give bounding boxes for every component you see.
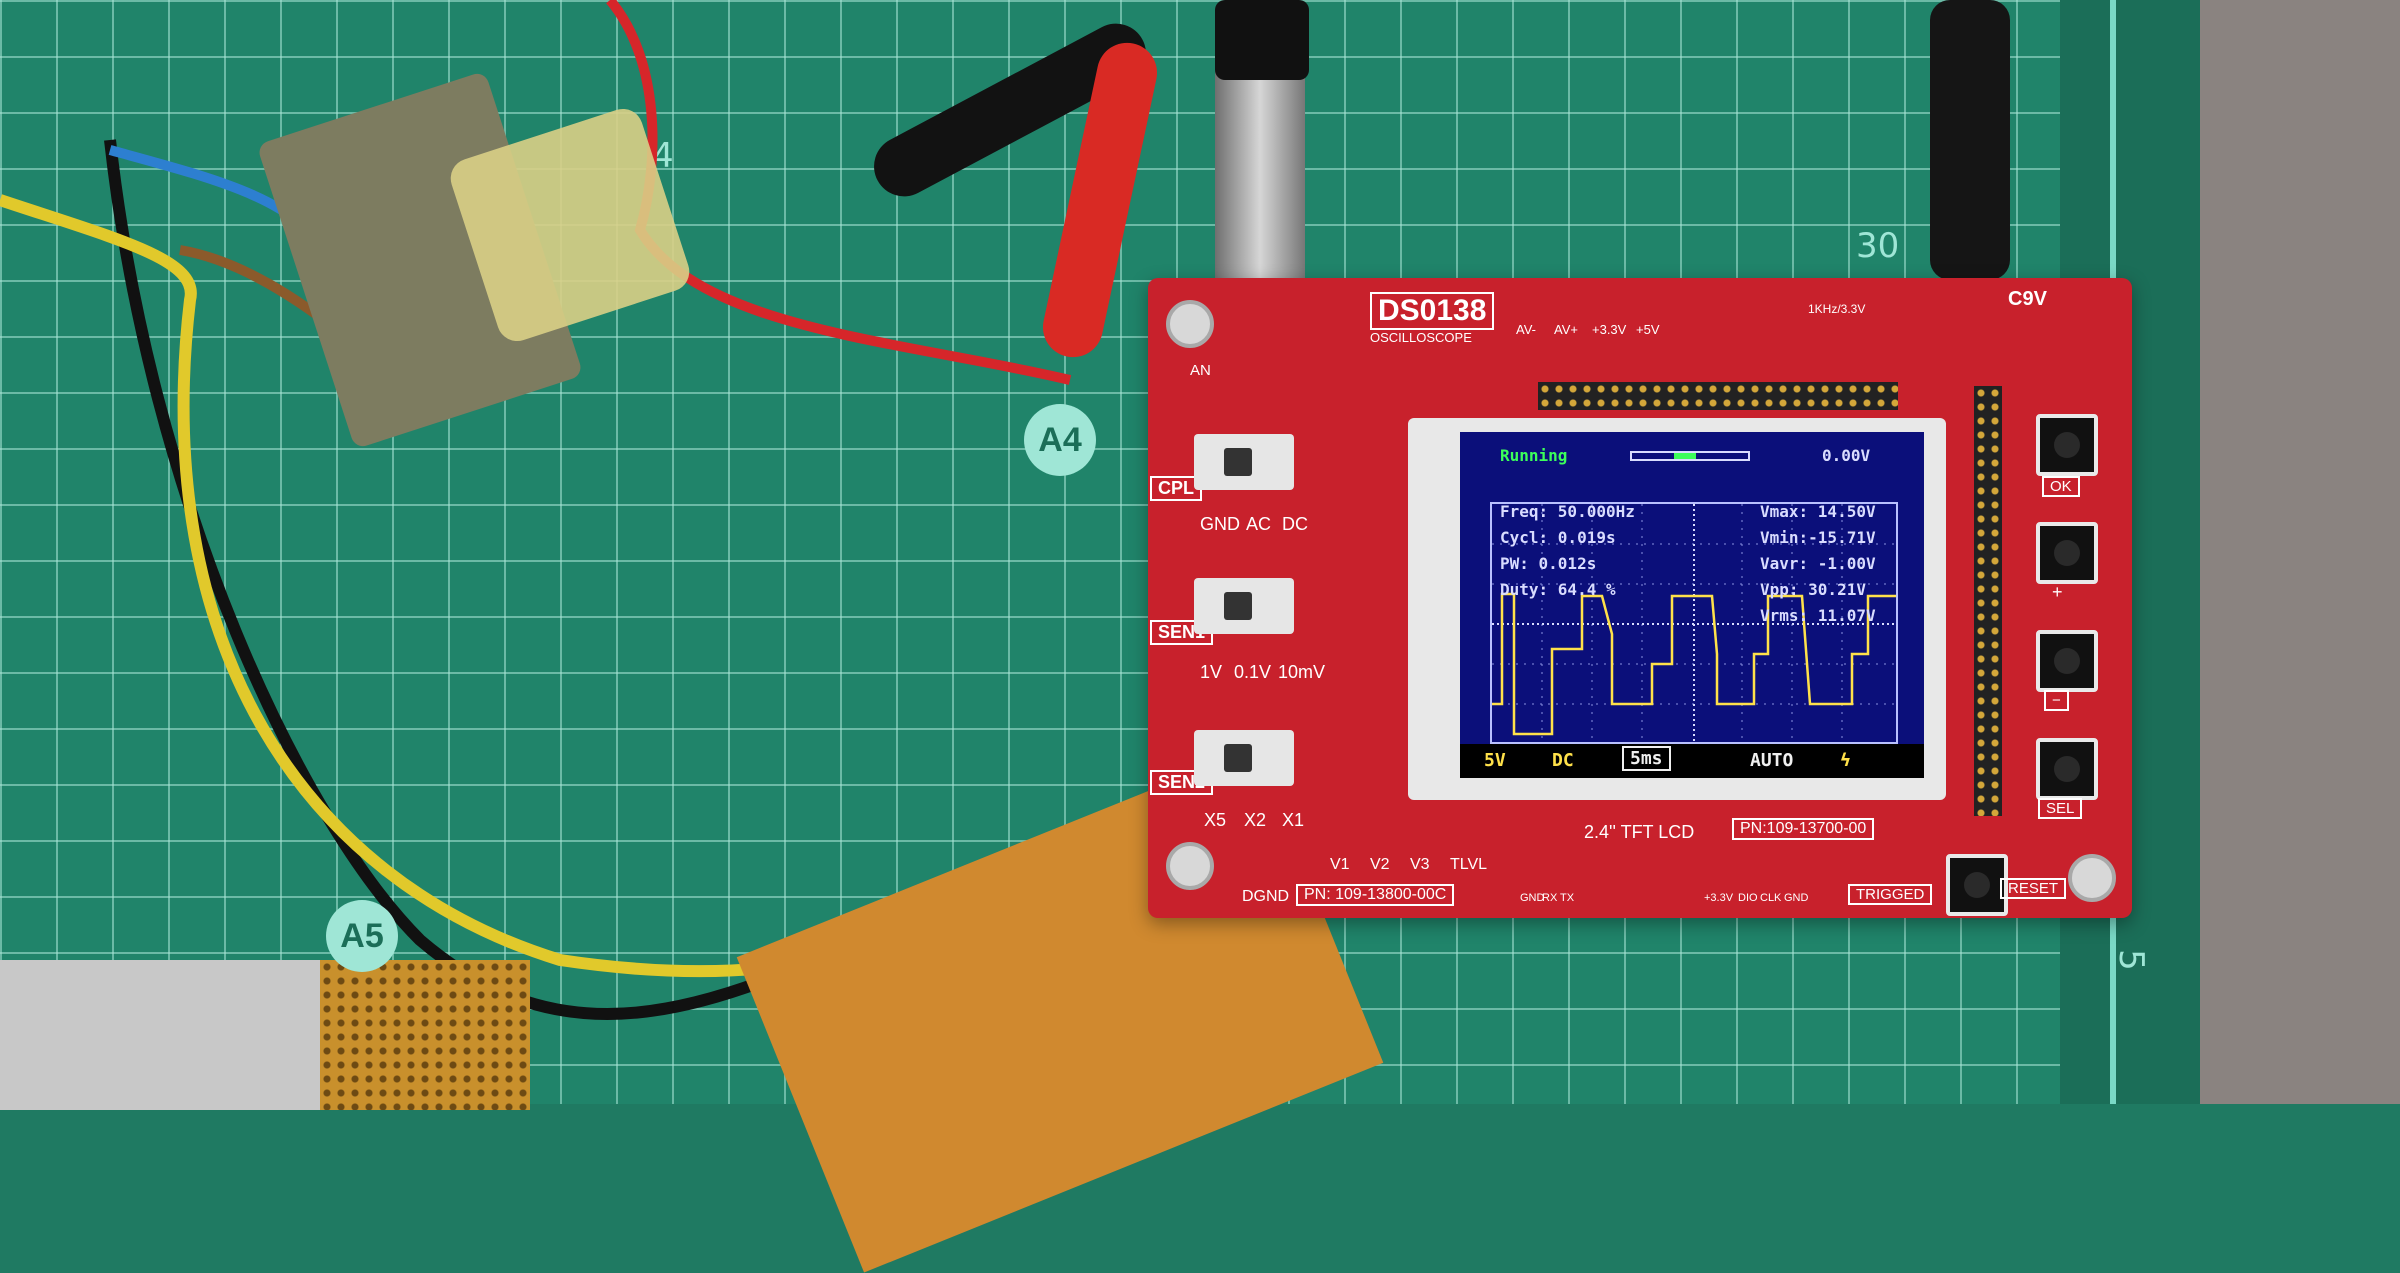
header-right xyxy=(1974,386,2002,816)
duty-readout: Duty: 64.4 % xyxy=(1500,580,1616,599)
power-label-3: +3.3V xyxy=(1592,322,1627,337)
pn-main-label: PN: 109-13800-00C xyxy=(1296,884,1455,906)
heatsink xyxy=(0,960,330,1110)
ok-label: OK xyxy=(2042,476,2080,497)
volt-label-v2: V2 xyxy=(1370,856,1390,873)
sen2-option-x5: X5 xyxy=(1204,810,1227,830)
vpp-readout: Vpp: 30.21V xyxy=(1760,580,1866,599)
switch-knob xyxy=(1224,592,1252,620)
vmin-readout: Vmin:-15.71V xyxy=(1760,528,1876,547)
power-in-label: C9V xyxy=(2008,288,2047,310)
an-label: AN xyxy=(1190,362,1211,379)
trigger-bar-fill xyxy=(1674,453,1696,459)
status-running: Running xyxy=(1500,446,1568,465)
reset-button[interactable] xyxy=(1946,854,2008,916)
trigger-position-bar xyxy=(1630,451,1750,461)
waveform xyxy=(1492,592,1896,736)
mat-mark-30: 30 xyxy=(1856,226,1900,266)
vrms-readout: Vrms: 11.07V xyxy=(1760,606,1876,625)
minus-button[interactable] xyxy=(2036,630,2098,692)
cpl-switch[interactable] xyxy=(1194,434,1294,490)
cycl-readout: Cycl: 0.019s xyxy=(1500,528,1616,547)
lcd-label: 2.4'' TFT LCD xyxy=(1584,822,1695,842)
red-wire xyxy=(606,0,1072,385)
sen1-switch[interactable] xyxy=(1194,578,1294,634)
cpl-option-ac: AC xyxy=(1246,514,1272,534)
trigger-edge-icon: ϟ xyxy=(1840,750,1851,771)
sen1-option-01v: 0.1V xyxy=(1234,662,1272,682)
model-label: DS0138 xyxy=(1370,292,1495,330)
switch-knob xyxy=(1224,448,1252,476)
table-surface xyxy=(2200,0,2400,1104)
volt-div: 5V xyxy=(1484,750,1506,771)
volt-label-tlvl: TLVL xyxy=(1450,856,1488,873)
trace-grid-svg xyxy=(1492,504,1896,742)
sen2-switch[interactable] xyxy=(1194,730,1294,786)
j6-pin-2: DIO xyxy=(1738,892,1758,904)
plus-button[interactable] xyxy=(2036,522,2098,584)
trigger-mode: AUTO xyxy=(1750,750,1794,771)
marker-a4: A4 xyxy=(1024,404,1096,476)
dgnd-label: DGND xyxy=(1242,888,1290,905)
power-label-2: AV+ xyxy=(1554,322,1578,337)
switch-knob xyxy=(1224,744,1252,772)
reset-label: RESET xyxy=(2000,878,2067,899)
header-top xyxy=(1538,382,1898,410)
coupling-mode: DC xyxy=(1552,750,1574,771)
bnc-cable xyxy=(1215,0,1309,80)
power-label-4: +5V xyxy=(1636,322,1660,337)
volt-label-v1: V1 xyxy=(1330,856,1350,873)
lcd-screen: Running 0.00V Freq: 50.000Hz Cycl: 0.019… xyxy=(1460,432,1924,778)
j5-pin-2: RX xyxy=(1542,892,1558,904)
sen2-option-x1: X1 xyxy=(1282,810,1305,830)
j5-pin-1: GND xyxy=(1520,892,1545,904)
status-bar: 5V DC 5ms AUTO ϟ xyxy=(1460,744,1924,778)
mount-hole xyxy=(2068,854,2116,902)
vmax-readout: Vmax: 14.50V xyxy=(1760,502,1876,521)
protoboard xyxy=(320,960,530,1110)
plus-label: + xyxy=(2052,582,2063,602)
mount-hole xyxy=(1166,842,1214,890)
sen2-option-x2: X2 xyxy=(1244,810,1267,830)
minus-label: − xyxy=(2044,690,2069,711)
black-wire xyxy=(104,139,903,1020)
ok-button[interactable] xyxy=(2036,414,2098,476)
volt-label-v3: V3 xyxy=(1410,856,1430,873)
pw-readout: PW: 0.012s xyxy=(1500,554,1597,573)
subtitle-label: OSCILLOSCOPE xyxy=(1370,330,1472,345)
j6-pin-3: CLK xyxy=(1760,892,1782,904)
sen1-option-10mv: 10mV xyxy=(1278,662,1326,682)
sel-button[interactable] xyxy=(2036,738,2098,800)
marker-a5: A5 xyxy=(326,900,398,972)
trigger-bar-outline xyxy=(1630,451,1750,461)
vavr-readout: Vavr: -1.00V xyxy=(1760,554,1876,573)
trigged-label: TRIGGED xyxy=(1848,884,1933,905)
sel-label: SEL xyxy=(2038,798,2083,819)
time-div: 5ms xyxy=(1622,746,1671,771)
cpl-option-gnd: GND xyxy=(1200,514,1240,534)
cpl-option-dc: DC xyxy=(1282,514,1308,534)
signal-label: 1KHz/3.3V xyxy=(1808,302,1866,316)
mount-hole xyxy=(1166,300,1214,348)
power-jack-cable xyxy=(1930,0,2010,280)
j5-pin-3: TX xyxy=(1560,892,1575,904)
power-label-1: AV- xyxy=(1516,322,1536,337)
trace-area xyxy=(1490,502,1898,744)
sen1-option-1v: 1V xyxy=(1200,662,1223,682)
j6-pin-1: +3.3V xyxy=(1704,892,1734,904)
pn-lcd-label: PN:109-13700-00 xyxy=(1732,818,1875,840)
freq-readout: Freq: 50.000Hz xyxy=(1500,502,1635,521)
j6-pin-4: GND xyxy=(1784,892,1809,904)
offset-readout: 0.00V xyxy=(1822,446,1871,465)
